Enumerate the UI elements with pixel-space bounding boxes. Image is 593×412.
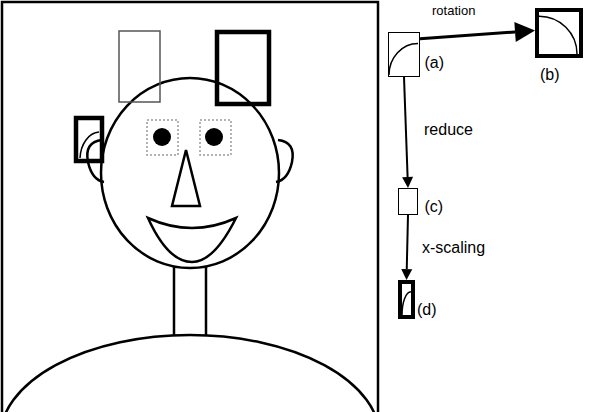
operation-label: x-scaling — [420, 239, 487, 256]
image-box: (a) — [388, 32, 420, 77]
match-box — [217, 32, 269, 104]
shape-arc — [539, 12, 579, 54]
eye — [205, 128, 223, 146]
eye-box — [200, 120, 231, 155]
mouth — [148, 218, 236, 262]
template-arc — [80, 132, 99, 158]
nose — [172, 150, 200, 206]
box-caption: (d) — [417, 301, 437, 319]
box-caption: (b) — [540, 66, 560, 84]
transform-arrow — [402, 77, 413, 188]
template-box — [119, 31, 160, 102]
match-box — [76, 118, 102, 161]
image-box: (b) — [535, 8, 583, 58]
shoulders — [3, 335, 377, 412]
arrow-line — [420, 32, 515, 39]
shape-arc-path — [402, 292, 411, 315]
box-caption: (a) — [425, 54, 445, 72]
arrow-head — [402, 177, 413, 188]
transform-arrow — [420, 22, 535, 42]
head-outline — [101, 78, 279, 268]
shape-arc-path — [539, 16, 577, 54]
image-box: (c) — [398, 188, 418, 215]
figure-body — [3, 335, 377, 412]
arrow-head — [514, 22, 535, 42]
arrow-line — [407, 215, 408, 269]
arrow-head — [401, 269, 412, 280]
right-ear — [276, 140, 293, 182]
transform-arrow — [401, 215, 412, 280]
operation-label: rotation — [430, 2, 477, 19]
arrow-line — [404, 77, 408, 177]
eye — [153, 128, 171, 146]
neck-line — [205, 264, 208, 336]
shape-arc — [402, 284, 411, 315]
picture-frame — [2, 2, 378, 412]
shape-arc — [389, 33, 418, 75]
operation-label: reduce — [422, 121, 475, 138]
shape-arc-path — [389, 44, 418, 76]
neck-line — [173, 264, 176, 336]
image-box: (d) — [398, 280, 415, 319]
box-caption: (c) — [425, 198, 444, 216]
eye-box — [147, 120, 178, 155]
